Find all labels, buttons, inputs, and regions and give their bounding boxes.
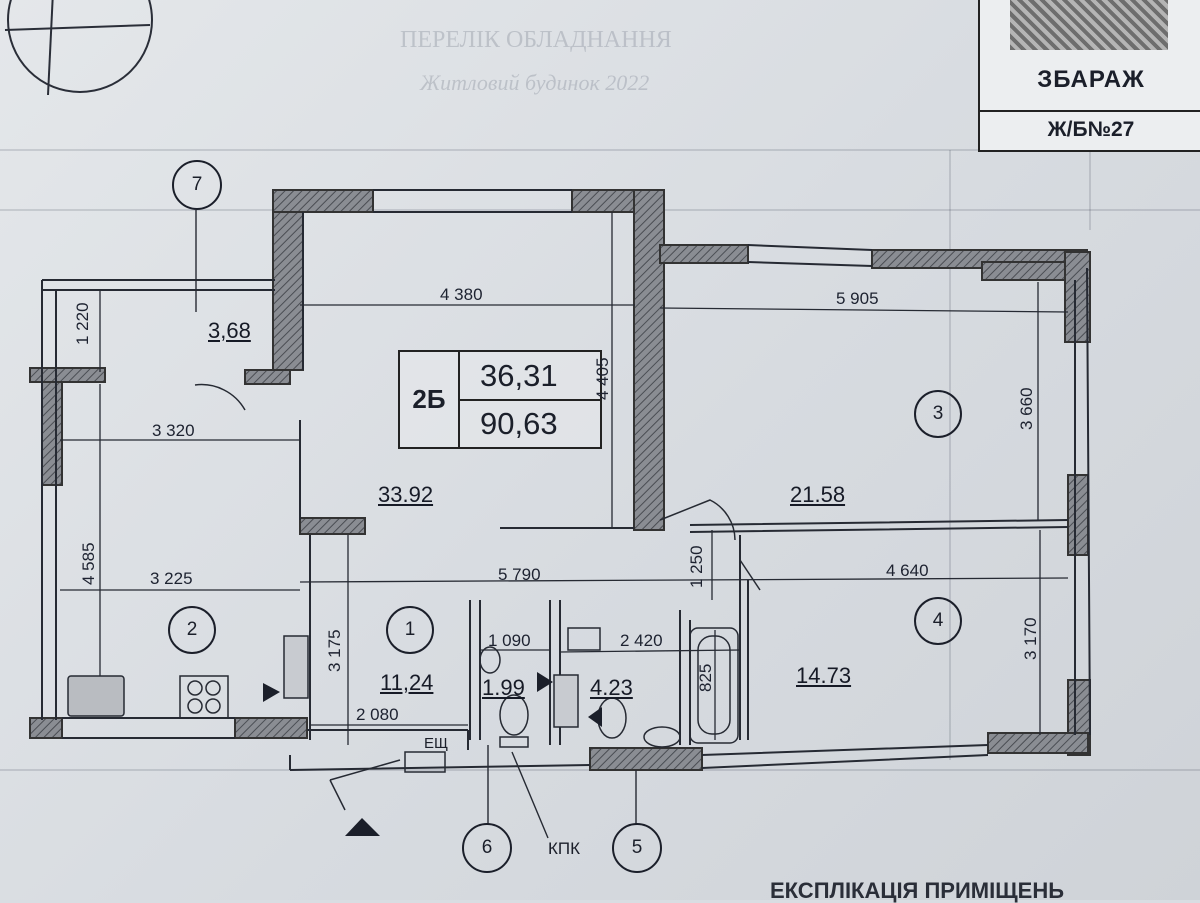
area-bedroom-small: 14.73 (796, 663, 852, 688)
room-number-7: 7 (172, 160, 222, 210)
dim-4585: 4 585 (79, 542, 98, 585)
room-number-4: 4 (914, 597, 962, 645)
label-kpk: КПК (548, 839, 581, 858)
dim-1250: 1 250 (687, 545, 706, 588)
wc-sink-icon (479, 646, 501, 674)
bathtub-icon (689, 627, 739, 744)
dim-3225: 3 225 (150, 569, 193, 588)
room-number-1: 1 (386, 606, 434, 654)
dim-2420: 2 420 (620, 631, 663, 650)
dim-5905: 5 905 (836, 289, 879, 308)
walls (29, 189, 1091, 771)
sink-icon (67, 675, 125, 717)
dim-1220: 1 220 (73, 302, 92, 345)
toilet-icon-2 (597, 697, 627, 739)
leader-lines (195, 210, 637, 839)
room-number-3: 3 (914, 390, 962, 438)
faint-header-line2: Житловий будинок 2022 (420, 70, 650, 95)
dim-2080: 2 080 (356, 705, 399, 724)
dim-3175: 3 175 (325, 629, 344, 672)
fixtures (67, 627, 739, 773)
dim-3170: 3 170 (1021, 617, 1040, 660)
bath-sink-icon (643, 726, 681, 748)
dim-4380: 4 380 (440, 285, 483, 304)
door-swings (194, 383, 761, 811)
living-area: 36,31 (480, 358, 558, 393)
dim-5790: 5 790 (498, 565, 541, 584)
room-number-6: 6 (462, 823, 512, 873)
area-kitchen-living: 33.92 (378, 482, 434, 507)
area-hall: 11,24 (380, 670, 434, 695)
dim-4640: 4 640 (886, 561, 929, 580)
stove-icon (179, 675, 229, 719)
unit-info-box: 2Б 36,31 90,63 (398, 350, 602, 449)
compass-icon (4, 0, 153, 96)
toilet-icon (499, 694, 529, 736)
dimension-lines (60, 212, 1069, 745)
label-esch: ЕЩ (424, 735, 449, 752)
stamp-building: Ж/Б№27 (1047, 118, 1135, 141)
dim-4405: 4 405 (593, 357, 612, 400)
room-number-5: 5 (612, 823, 662, 873)
arrow-markers (263, 672, 602, 836)
footer-heading: ЕКСПЛІКАЦІЯ ПРИМІЩЕНЬ (770, 878, 1065, 903)
stamp-row (980, 110, 1200, 150)
dim-825: 825 (696, 663, 715, 692)
dim-1090: 1 090 (488, 631, 531, 650)
building-stamp: ЗБАРАЖ Ж/Б№27 (978, 0, 1200, 152)
room-number-2: 2 (168, 606, 216, 654)
unit-type: 2Б (400, 352, 460, 447)
area-balcony: 3,68 (208, 318, 251, 343)
area-bathroom: 4.23 (590, 675, 633, 700)
stamp-city: ЗБАРАЖ (1037, 66, 1145, 93)
entrance-triangle (345, 818, 380, 836)
dim-3660: 3 660 (1017, 387, 1036, 430)
total-area: 90,63 (480, 406, 558, 441)
area-wc: 1.99 (482, 675, 525, 700)
panel-box (404, 751, 446, 773)
dim-3320: 3 320 (152, 421, 195, 440)
faint-header-line1: ПЕРЕЛІК ОБЛАДНАННЯ (400, 27, 672, 53)
area-bedroom-big: 21.58 (790, 482, 846, 507)
boiler-icon (553, 674, 579, 728)
stamp-logo-icon (1010, 0, 1168, 50)
radiator-icon (283, 635, 309, 699)
unit-box-divider (458, 399, 600, 401)
